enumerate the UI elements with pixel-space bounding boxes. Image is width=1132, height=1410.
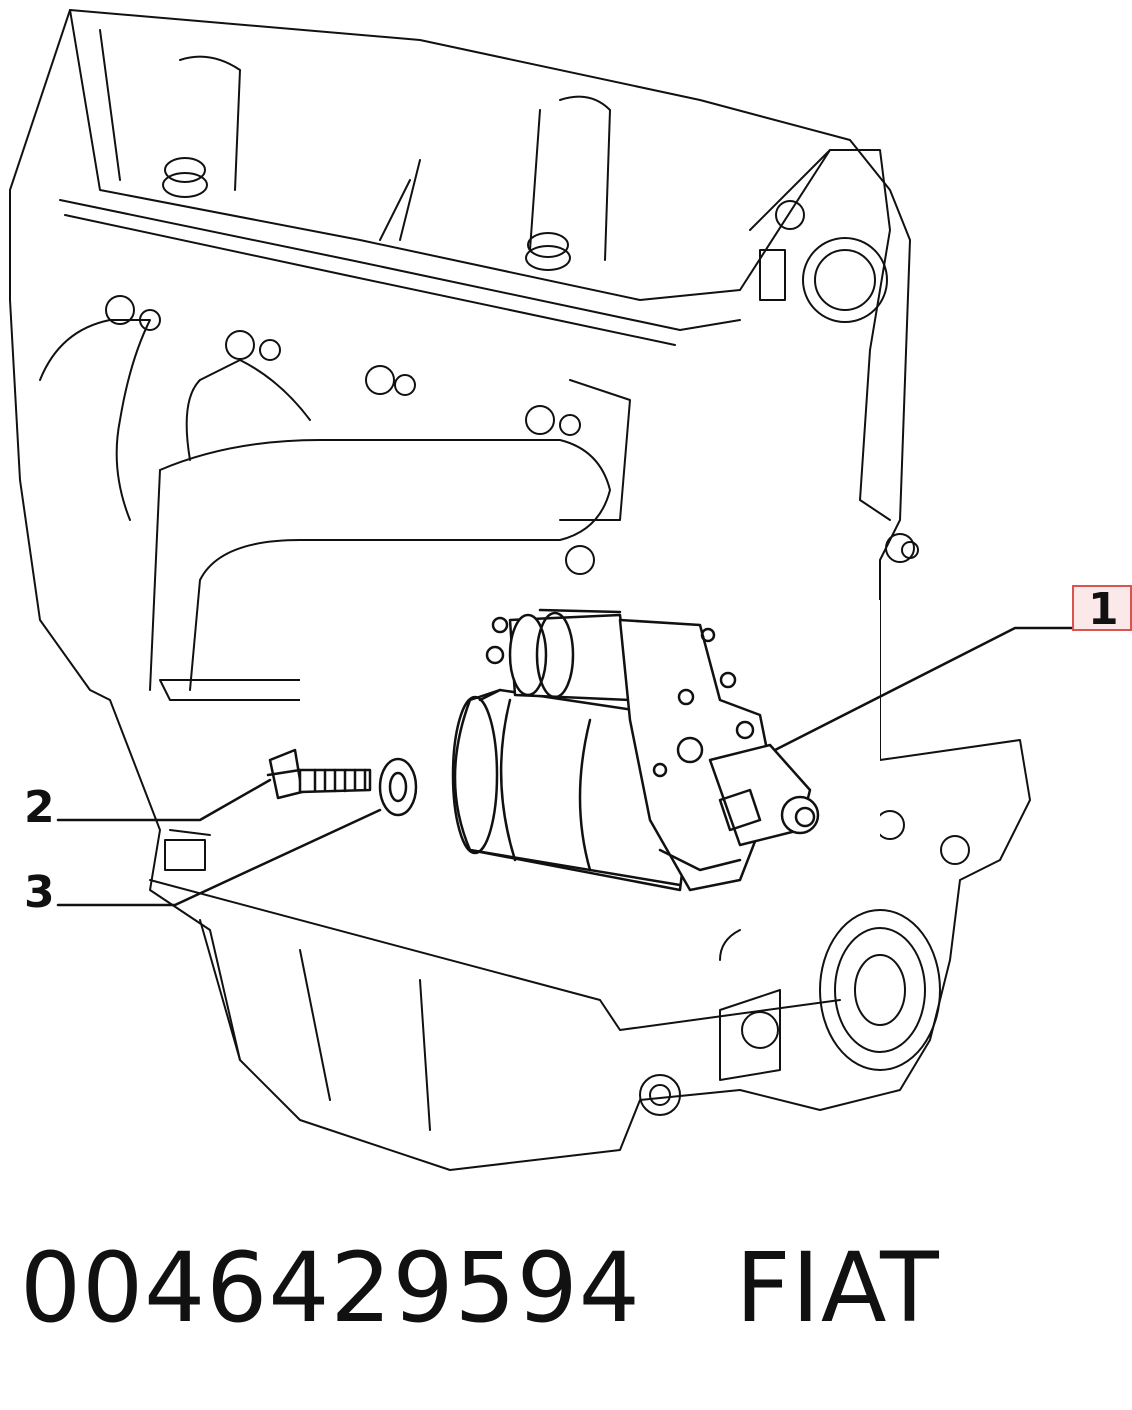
leader-line-3: [56, 808, 382, 907]
part-caption: 0046429594 FIAT: [20, 1232, 940, 1344]
leader-line-2: [56, 778, 272, 822]
engine-block: [9, 9, 1031, 1171]
starter-motor: [300, 600, 880, 900]
callout-1-highlighted[interactable]: 1: [1072, 585, 1132, 632]
brand-name: FIAT: [735, 1232, 940, 1344]
part-number: 0046429594: [20, 1232, 641, 1344]
engine-exploded-diagram: [9, 9, 1074, 1171]
callout-3[interactable]: 3: [24, 867, 55, 918]
bolt: [266, 748, 372, 800]
callout-2[interactable]: 2: [24, 782, 55, 833]
leader-line-1: [773, 626, 1074, 752]
leader-lines: [56, 626, 1074, 907]
washer: [378, 757, 418, 817]
